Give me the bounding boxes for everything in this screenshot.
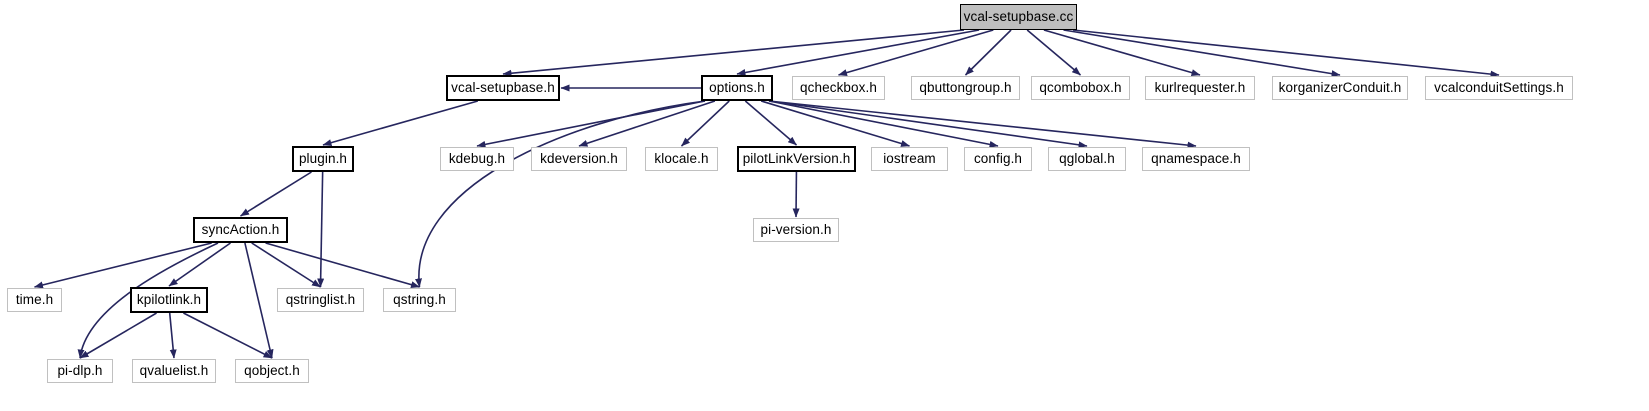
graph-edge	[79, 312, 157, 359]
graph-node-label: iostream	[883, 151, 936, 167]
graph-edge	[476, 100, 706, 148]
graph-edge	[680, 100, 730, 147]
graph-node-qstring-h[interactable]: qstring.h	[383, 288, 456, 312]
graph-node-pilotlinkversion-h[interactable]: pilotLinkVersion.h	[737, 146, 856, 172]
graph-node-label: qobject.h	[244, 363, 300, 379]
graph-node-label: time.h	[15, 292, 54, 308]
graph-edge	[768, 100, 999, 148]
graph-edge	[1072, 29, 1500, 78]
graph-node-klocale-h[interactable]: klocale.h	[645, 147, 718, 171]
graph-node-label: syncAction.h	[201, 222, 280, 238]
graph-node-vcalconduitsettings-h[interactable]: vcalconduitSettings.h	[1425, 76, 1573, 100]
graph-edge	[736, 29, 980, 76]
graph-edge	[168, 312, 177, 359]
graph-node-label: klocale.h	[654, 151, 709, 167]
graph-node-label: qcheckbox.h	[800, 80, 877, 96]
graph-edge	[168, 242, 231, 287]
graph-node-iostream[interactable]: iostream	[871, 147, 948, 171]
graph-node-qcombobox-h[interactable]: qcombobox.h	[1031, 76, 1130, 100]
graph-node-label: kurlrequester.h	[1154, 80, 1246, 96]
graph-node-kdebug-h[interactable]: kdebug.h	[440, 147, 514, 171]
graph-edge	[502, 29, 965, 77]
graph-node-label: pi-dlp.h	[57, 363, 103, 379]
graph-node-qglobal-h[interactable]: qglobal.h	[1048, 147, 1126, 171]
graph-node-label: qglobal.h	[1059, 151, 1115, 167]
graph-node-label: pilotLinkVersion.h	[742, 151, 851, 167]
graph-node-qobject-h[interactable]: qobject.h	[235, 359, 309, 383]
graph-node-kdeversion-h[interactable]: kdeversion.h	[531, 147, 627, 171]
graph-node-label: qstringlist.h	[285, 292, 356, 308]
graph-node-label: korganizerConduit.h	[1278, 80, 1402, 96]
graph-edge	[1026, 29, 1082, 76]
graph-node-label: plugin.h	[298, 151, 348, 167]
graph-node-config-h[interactable]: config.h	[964, 147, 1032, 171]
graph-node-label: options.h	[709, 80, 765, 96]
graph-edge	[760, 100, 910, 147]
graph-node-qnamespace-h[interactable]: qnamespace.h	[1142, 147, 1250, 171]
graph-edge	[244, 242, 274, 359]
graph-edge	[240, 171, 312, 217]
graph-node-plugin-h[interactable]: plugin.h	[292, 146, 354, 172]
graph-edge	[578, 100, 716, 147]
graph-edge	[744, 100, 798, 146]
graph-edge	[768, 100, 1088, 149]
graph-node-label: qcombobox.h	[1039, 80, 1122, 96]
graph-node-kpilotlink-h[interactable]: kpilotlink.h	[130, 287, 208, 313]
graph-node-label: kdebug.h	[448, 151, 506, 167]
graph-node-pi-version-h[interactable]: pi-version.h	[753, 218, 839, 242]
graph-node-label: qbuttongroup.h	[919, 80, 1012, 96]
graph-edge	[1063, 29, 1341, 78]
graph-node-vcal-setupbase-cc[interactable]: vcal-setupbase.cc	[960, 4, 1077, 30]
graph-node-time-h[interactable]: time.h	[7, 288, 62, 312]
graph-edge	[768, 100, 1197, 149]
graph-node-qvaluelist-h[interactable]: qvaluelist.h	[132, 359, 216, 383]
graph-edge	[964, 29, 1012, 76]
graph-node-qcheckbox-h[interactable]: qcheckbox.h	[792, 76, 885, 100]
graph-node-label: qstring.h	[393, 292, 446, 308]
graph-node-options-h[interactable]: options.h	[701, 75, 773, 101]
graph-edge	[1043, 29, 1201, 77]
graph-node-label: pi-version.h	[760, 222, 832, 238]
graph-edge	[34, 242, 212, 289]
graph-edge	[317, 171, 325, 288]
graph-node-qbuttongroup-h[interactable]: qbuttongroup.h	[911, 76, 1020, 100]
graph-node-syncaction-h[interactable]: syncAction.h	[193, 217, 288, 243]
graph-node-label: kdeversion.h	[540, 151, 618, 167]
graph-node-label: vcalconduitSettings.h	[1434, 80, 1564, 96]
graph-node-korganizerconduit-h[interactable]: korganizerConduit.h	[1272, 76, 1408, 100]
graph-node-label: vcal-setupbase.cc	[963, 9, 1074, 25]
graph-node-label: kpilotlink.h	[136, 292, 202, 308]
graph-edge	[838, 29, 994, 76]
graph-edge	[415, 100, 706, 288]
graph-node-qstringlist-h[interactable]: qstringlist.h	[277, 288, 364, 312]
graph-node-label: vcal-setupbase.h	[451, 80, 555, 96]
graph-edge	[251, 242, 321, 288]
graph-node-label: qnamespace.h	[1151, 151, 1241, 167]
graph-node-vcal-setupbase-h[interactable]: vcal-setupbase.h	[446, 75, 560, 101]
graph-edge	[265, 242, 420, 289]
graph-node-pi-dlp-h[interactable]: pi-dlp.h	[47, 359, 113, 383]
graph-node-kurlrequester-h[interactable]: kurlrequester.h	[1145, 76, 1255, 100]
graph-node-label: qvaluelist.h	[139, 363, 209, 379]
graph-edge	[183, 312, 273, 359]
graph-node-label: config.h	[973, 151, 1023, 167]
graph-edge	[322, 100, 479, 147]
